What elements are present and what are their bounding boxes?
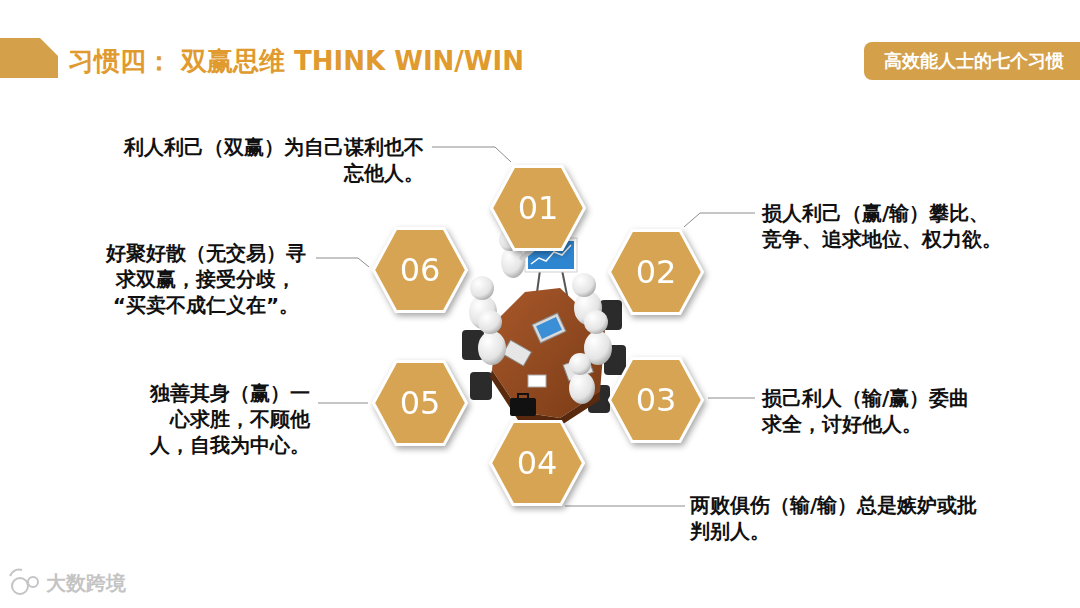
number-hexagon: 06 xyxy=(372,227,468,313)
description-text: 好聚好散（无交易）寻求双赢，接受分歧，“买卖不成仁义在”。 xyxy=(100,240,312,318)
description-text: 利人利己（双赢）为自己谋利也不忘他人。 xyxy=(110,134,424,186)
callout-number: 02 xyxy=(636,253,677,291)
description-text: 损人利己（赢/输）攀比、竞争、追求地位、权力欲。 xyxy=(762,200,1002,252)
header-tab xyxy=(0,38,58,78)
badge-text: 高效能人士的七个习惯 xyxy=(884,49,1064,73)
number-hexagon: 01 xyxy=(490,165,586,251)
callout-number: 06 xyxy=(400,251,441,289)
number-hexagon: 03 xyxy=(608,357,704,443)
description-text: 两败俱伤（输/输）总是嫉妒或批判别人。 xyxy=(690,492,990,544)
number-hexagon: 02 xyxy=(608,229,704,315)
callout-number: 04 xyxy=(517,444,558,482)
number-hexagon: 04 xyxy=(489,420,585,506)
description-text: 损己利人（输/赢）委曲求全，讨好他人。 xyxy=(762,385,982,437)
callout-number: 03 xyxy=(636,381,677,419)
meeting-illustration xyxy=(462,229,626,426)
watermark-text: 大数跨境 xyxy=(46,570,126,597)
callout-number: 01 xyxy=(518,189,559,227)
header-badge: 高效能人士的七个习惯 xyxy=(864,42,1080,80)
slide-title: 习惯四： 双赢思维 THINK WIN/WIN xyxy=(68,44,524,79)
leader-lines xyxy=(316,147,755,506)
number-hexagon: 05 xyxy=(372,360,468,446)
callout-number: 05 xyxy=(400,384,441,422)
description-text: 独善其身（赢）一心求胜，不顾他人，自我为中心。 xyxy=(138,380,310,458)
watermark-logo xyxy=(10,570,38,594)
